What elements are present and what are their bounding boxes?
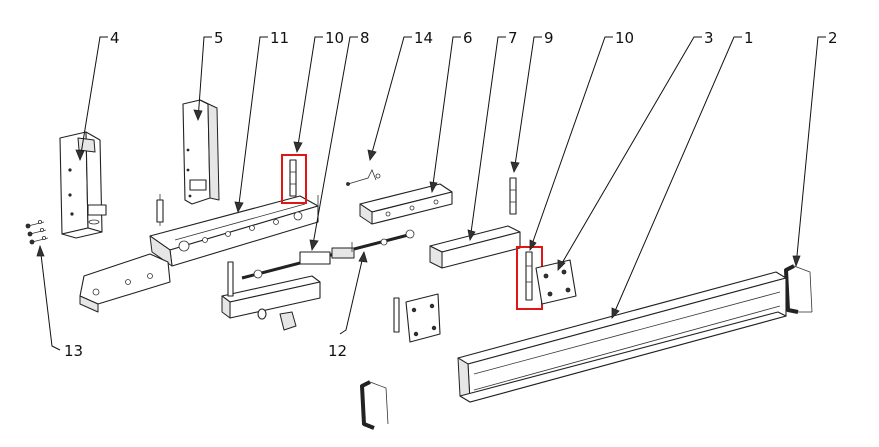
part-3-plate — [535, 259, 577, 305]
part-5-plate — [182, 99, 220, 205]
part-2-u-clip — [784, 264, 813, 314]
callout-1: 1 — [744, 29, 754, 47]
leader-lines — [36, 36, 826, 351]
callout-9: 9 — [544, 29, 554, 47]
callout-5: 5 — [214, 29, 224, 47]
callout-2: 2 — [828, 29, 838, 47]
part-10-pin-left — [281, 154, 307, 204]
callout-4: 4 — [110, 29, 120, 47]
callout-8: 8 — [360, 29, 370, 47]
callout-3: 3 — [704, 29, 714, 47]
callout-labels: 4 5 11 10 8 14 6 7 9 10 3 1 2 12 13 — [64, 29, 838, 360]
part-1-beam — [457, 271, 787, 403]
callout-10-right: 10 — [615, 29, 634, 47]
callout-10-left: 10 — [325, 29, 344, 47]
callout-7: 7 — [508, 29, 518, 47]
part-13-fasteners — [25, 219, 49, 245]
part-lower-channel — [221, 261, 321, 331]
callout-12: 12 — [328, 342, 347, 360]
callout-6: 6 — [463, 29, 473, 47]
part-14-spring-pin — [346, 169, 381, 186]
part-4-bracket — [59, 131, 107, 239]
callout-11: 11 — [270, 29, 289, 47]
part-u-clip-bottom — [360, 380, 389, 430]
highlight-box-left — [281, 154, 307, 204]
callout-14: 14 — [414, 29, 433, 47]
callout-13: 13 — [64, 342, 83, 360]
part-9-pin — [509, 177, 517, 215]
part-11-frame — [79, 194, 319, 313]
part-6-channel — [359, 183, 453, 225]
part-plate-with-pins — [393, 293, 441, 343]
part-8-linkage — [241, 229, 415, 280]
